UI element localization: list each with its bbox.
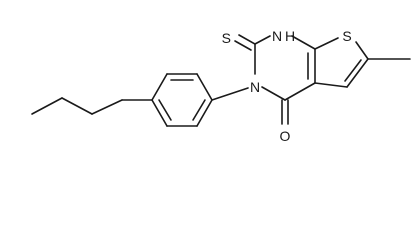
atom-label-thiophene-sulfur: S <box>342 28 351 44</box>
bond-ar6-ar1-inner <box>192 99 206 121</box>
bond-c4a-c4 <box>284 82 316 101</box>
bond-ar4-ar5-inner <box>158 99 172 121</box>
bond-c2-s-double-b <box>234 40 252 51</box>
bond-c6-c5-inner <box>344 59 362 82</box>
bond-ar1-ar2 <box>196 73 213 101</box>
bond-s7-c6 <box>355 41 369 60</box>
atom-label-nh-hydrogen: H <box>285 28 295 44</box>
bond-ar3-ar4 <box>151 73 168 101</box>
bond-butyl3-butyl4 <box>31 97 63 115</box>
bond-n3-aryl <box>211 87 249 101</box>
bond-c6-c5 <box>346 58 369 88</box>
bond-ar6-ar1 <box>196 99 213 127</box>
bond-c2-s-double-a <box>238 34 256 45</box>
bond-ar4-ar5 <box>151 99 168 127</box>
atom-label-carbonyl-oxygen: O <box>280 128 291 144</box>
bond-n1-c8a <box>291 35 316 50</box>
atom-label-nh-nitrogen: N <box>272 28 282 44</box>
bond-c4-n3 <box>261 86 286 101</box>
bond-c8a-s7 <box>314 37 339 50</box>
atom-label-ring-nitrogen: N <box>250 79 260 95</box>
bond-butyl2-butyl3 <box>61 97 93 115</box>
molecule-structure: S N H N S O <box>31 28 411 144</box>
structure-canvas: S N H N S O <box>31 28 411 144</box>
atom-label-thione-sulfur: S <box>222 30 231 46</box>
bond-c2-n1 <box>254 35 271 45</box>
bond-c5-c4a <box>314 82 348 88</box>
bond-butyl1-butyl2 <box>91 99 123 115</box>
